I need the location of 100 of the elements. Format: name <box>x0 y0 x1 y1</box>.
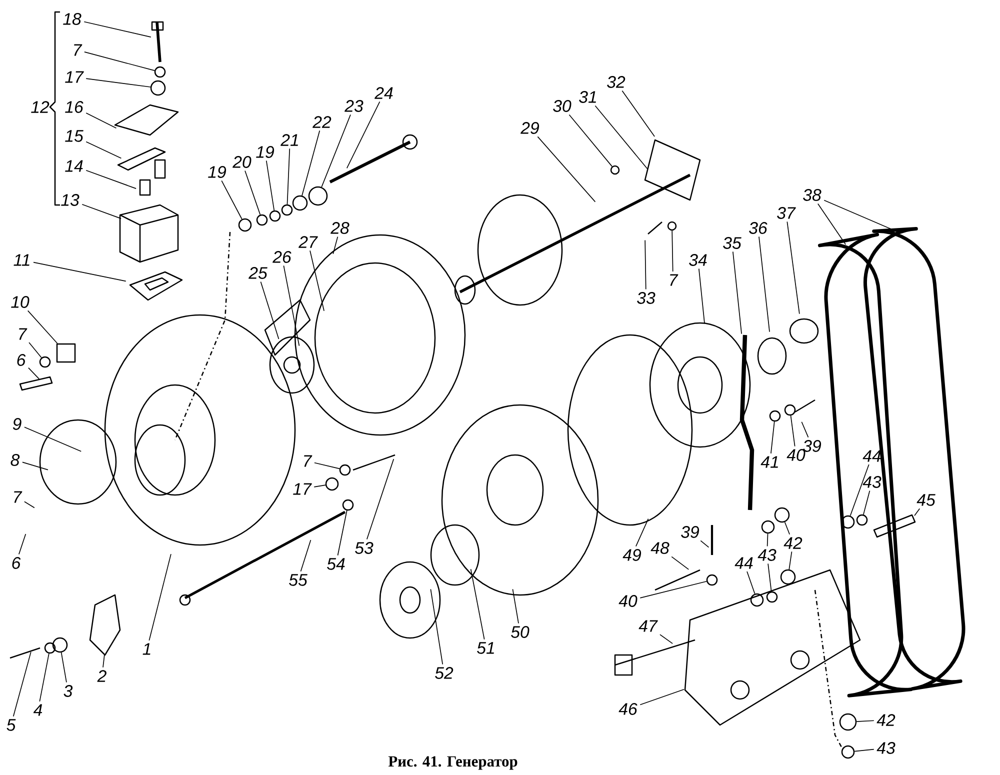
callout-number: 21 <box>280 134 298 146</box>
washer <box>780 569 796 585</box>
leader-line <box>672 230 674 272</box>
callout-number: 40 <box>786 449 806 461</box>
leader-line <box>768 563 772 592</box>
leader-line <box>28 342 42 358</box>
callout-number: 15 <box>65 130 84 142</box>
washer <box>841 745 855 759</box>
callout-number: 22 <box>312 116 332 128</box>
callout-number: 30 <box>553 100 572 112</box>
callout-number: 36 <box>749 222 768 234</box>
callout-number: 7 <box>670 274 678 286</box>
callout-number: 34 <box>689 254 707 266</box>
callout-number: 43 <box>862 476 882 488</box>
caption: Рис. 41. Генератор <box>388 756 518 770</box>
callout-number: 6 <box>12 557 21 569</box>
callout-number: 19 <box>208 166 226 178</box>
callout-number: 14 <box>65 160 83 172</box>
washer <box>839 713 857 731</box>
leader-line <box>84 21 152 38</box>
callout-number: 17 <box>293 483 312 495</box>
callout-number: 44 <box>862 450 881 462</box>
leader-line <box>337 510 348 556</box>
callout-number: 43 <box>876 742 896 754</box>
washer <box>774 507 790 523</box>
callout-number: 25 <box>248 267 268 279</box>
leader-line <box>60 652 67 683</box>
leader-line <box>28 367 40 380</box>
callout-number: 13 <box>61 194 80 206</box>
leader-line <box>470 568 485 640</box>
leader-line <box>430 588 444 665</box>
washer <box>238 218 252 232</box>
leader-line <box>266 160 275 211</box>
callout-number: 5 <box>6 719 16 731</box>
leader-line <box>12 652 32 717</box>
washer <box>52 637 68 653</box>
callout-number: 32 <box>607 76 626 88</box>
leader-line <box>636 518 649 547</box>
washer <box>308 186 328 206</box>
callout-number: 7 <box>74 44 82 56</box>
callout-number: 23 <box>344 100 364 112</box>
leader-line <box>863 490 870 515</box>
callout-number: 20 <box>232 156 252 168</box>
leader-line <box>86 112 117 129</box>
callout-number: 45 <box>916 494 936 506</box>
callout-number: 53 <box>355 542 374 554</box>
leader-line <box>321 114 351 188</box>
leader-line <box>283 265 300 346</box>
washer <box>784 404 796 416</box>
leader-line <box>148 554 172 641</box>
washer <box>667 221 677 231</box>
callout-number: 54 <box>327 558 345 570</box>
leader-line <box>27 310 58 344</box>
leader-line <box>24 501 35 508</box>
leader-line <box>594 105 648 170</box>
callout-number: 28 <box>330 222 350 234</box>
washer <box>841 515 855 529</box>
washer <box>706 574 718 586</box>
callout-number: 2 <box>97 670 106 682</box>
washer <box>269 210 281 222</box>
leader-line <box>766 533 768 547</box>
callout-number: 18 <box>63 13 82 25</box>
leader-line <box>537 136 596 202</box>
leader-line <box>286 148 290 205</box>
leader-line <box>788 551 792 570</box>
callout-number: 17 <box>65 71 84 83</box>
callout-number: 19 <box>256 146 274 158</box>
leader-line <box>332 236 338 254</box>
washer <box>342 499 354 511</box>
leader-line <box>512 588 519 624</box>
leader-line <box>622 90 655 137</box>
callout-number: 41 <box>760 456 778 468</box>
leader-line <box>786 221 800 314</box>
leader-line <box>84 52 155 71</box>
callout-number: 9 <box>12 418 22 430</box>
leader-line <box>302 130 320 196</box>
callout-number: 7 <box>304 455 312 467</box>
leader-line <box>732 251 742 334</box>
leader-line <box>671 556 690 570</box>
callout-number: 33 <box>637 292 656 304</box>
washer <box>610 165 620 175</box>
leader-line <box>18 534 26 555</box>
callout-number: 47 <box>638 620 658 632</box>
callout-number: 49 <box>622 549 642 561</box>
washer <box>39 356 51 368</box>
leader-line <box>86 170 136 189</box>
callout-number: 7 <box>19 328 28 340</box>
callout-number: 40 <box>618 595 638 607</box>
washer <box>292 195 308 211</box>
callout-number: 55 <box>289 574 308 586</box>
washer <box>766 591 778 603</box>
callout-number: 48 <box>650 542 670 554</box>
callout-number: 27 <box>298 236 318 248</box>
leader-line <box>82 204 122 219</box>
washer <box>44 642 56 654</box>
callout-number: 31 <box>579 91 596 103</box>
callout-number: 12 <box>31 101 50 113</box>
leader-line <box>801 421 809 438</box>
leader-line <box>914 508 920 516</box>
washer <box>325 477 339 491</box>
